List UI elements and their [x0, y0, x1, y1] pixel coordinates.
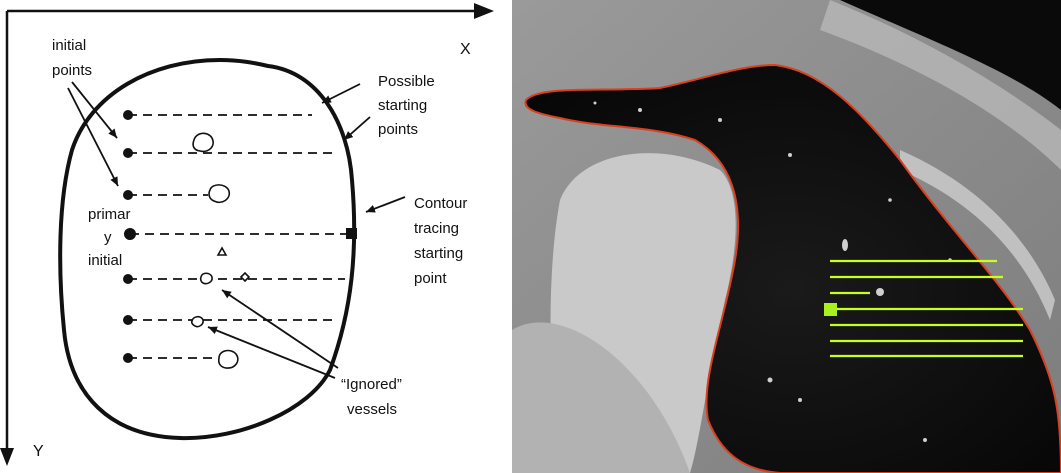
initial-point	[123, 148, 133, 158]
ct-scan-panel	[512, 0, 1061, 473]
trace-start-marker	[824, 303, 837, 316]
y-axis-label: Y	[33, 443, 44, 460]
vessel-speck	[594, 102, 597, 105]
vessel-speck	[888, 198, 892, 202]
initial-point	[123, 274, 133, 284]
vessel-speck	[768, 378, 773, 383]
initial-point	[123, 353, 133, 363]
vessel-speck	[638, 108, 642, 112]
vessel	[209, 185, 229, 202]
initial-point	[123, 110, 133, 120]
vessel	[192, 317, 203, 327]
vessel	[219, 351, 238, 369]
initial-point	[123, 190, 133, 200]
x-axis-label: X	[460, 41, 471, 58]
vessel	[201, 273, 213, 283]
vessel-speck	[718, 118, 722, 122]
primary-initial-point	[124, 228, 136, 240]
initial-point	[123, 315, 133, 325]
vessel-speck	[923, 438, 927, 442]
vessel-speck	[798, 398, 802, 402]
schematic-panel: X Y	[0, 0, 505, 473]
vessel-speck	[842, 239, 848, 251]
vessel	[193, 133, 213, 151]
vessel-speck	[876, 288, 884, 296]
vessel-speck	[788, 153, 792, 157]
contour-start-marker	[346, 228, 357, 239]
